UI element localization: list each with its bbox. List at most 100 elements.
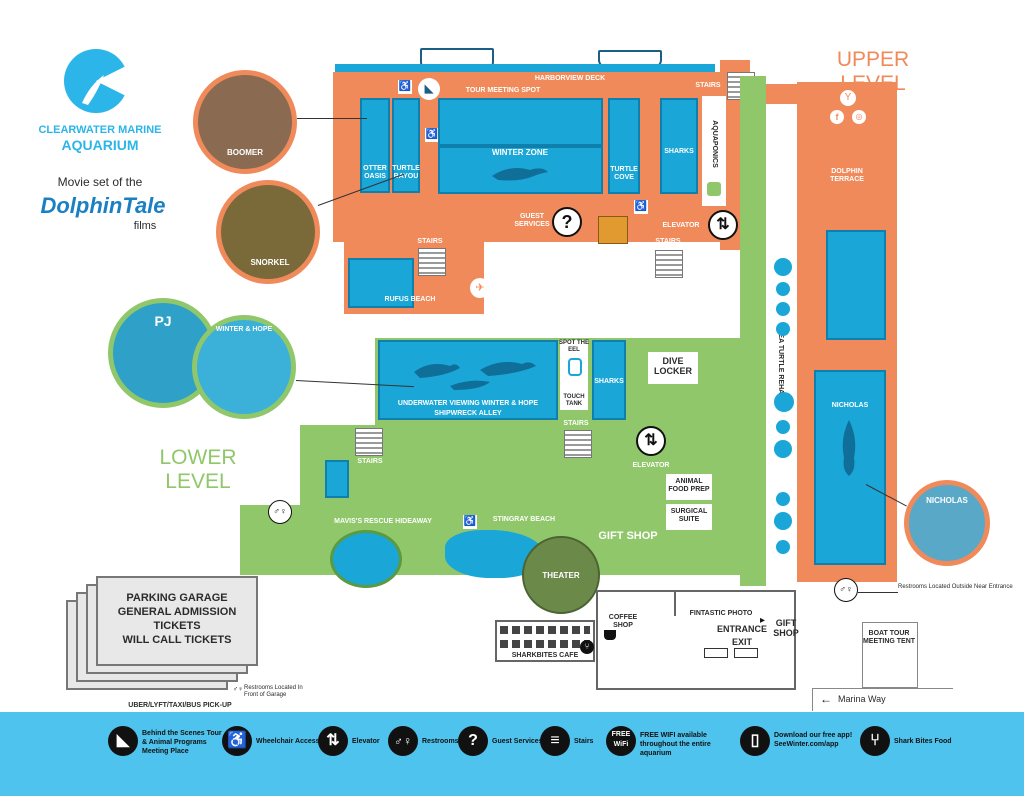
cocktail-icon: Y [840,90,856,106]
register-1 [704,648,728,658]
underwater-dolphins-icon [414,362,536,390]
nicholas-photo-label: NICHOLAS [926,496,968,505]
turtle-bayou-label: TURTLE BAYOU [392,165,420,181]
cafe-tables [500,626,590,634]
surgical-box [666,504,712,530]
dolphin-terrace-pool-upper [826,230,886,340]
shipwreck-label: SHIPWRECK ALLEY [434,410,502,417]
wheelchair-icon-lower: ♿ [463,515,477,529]
stairs-icon-lower-1 [564,430,592,458]
spot-eel-label: SPOT THE EEL [558,340,589,353]
restrooms-outside-label: Restrooms Located Outside Near Entrance [898,584,1013,590]
fintastic-label: FINTASTIC PHOTO [689,610,753,617]
rehab-tank-1 [774,258,792,276]
snorkel-photo [216,180,320,284]
legend-label-8: Shark Bites Food [894,738,952,745]
tour-meeting-dolphin-icon: ◣ [418,78,440,100]
theater-label: THEATER [542,571,580,580]
theater [522,536,600,614]
winter-zone-label: WINTER ZONE [492,148,548,157]
upper-walkway [740,76,766,586]
lower-level-label: LOWER LEVEL [159,446,237,494]
stairs-upper-label-1: STAIRS [695,82,721,89]
logo [60,45,132,117]
stairs-icon-upper-3 [655,250,683,278]
legend-label-7: Download our free app! SeeWinter.com/app [774,732,853,748]
winter-zone-dolphin-icon [492,168,548,181]
wheelchair-icon-3: ♿ [634,200,648,214]
marina-way-label: Marina Way [838,694,886,704]
animal-food-box [666,474,712,500]
rehab-tank-5 [774,392,794,412]
nicholas-photo [904,480,990,566]
turtle-cove-pool [608,98,640,194]
sharks-lower-pool [592,340,626,420]
gift-shop-entrance-label: GIFT SHOP [773,618,799,639]
animal-food-label: ANIMAL FOOD PREP [668,478,710,494]
guest-services-label: GUEST SERVICES [514,213,550,229]
otter-oasis-pool [360,98,390,193]
harborview-deck-label: HARBORVIEW DECK [534,75,606,82]
winter-hope-photo [192,315,296,419]
rehab-tank-9 [774,512,792,530]
dive-locker-label: DIVE LOCKER [654,356,692,377]
sharks-lower-label: SHARKS [594,378,624,385]
cafe-tables-2 [500,640,590,648]
otter-oasis-label: OTTER OASIS [363,165,387,181]
legend-guest-services-icon: ? [458,726,488,756]
stingray-label: STINGRAY BEACH [492,516,556,523]
restroom-lower-icon: ♂♀ [268,500,292,524]
rehab-tank-6 [776,420,790,434]
guest-services-icon[interactable]: ? [552,207,582,237]
aquaponics-label: AQUAPONICS [711,120,719,168]
movie-name: DolphinTale [40,193,166,218]
stairs-lower-label-1: STAIRS [563,420,589,427]
stairs-lower-label-2: STAIRS [357,458,383,465]
rehab-tank-2 [776,282,790,296]
restrooms-front-label: Restrooms Located In Front of Garage [244,685,303,698]
sharks-upper-pool [660,98,698,194]
info-desk [598,216,628,244]
rehab-tank-7 [774,440,792,458]
underwater-label: UNDERWATER VIEWING WINTER & HOPE [397,400,539,407]
legend-label-1: Wheelchair Access [256,738,320,745]
rehab-tank-4 [776,322,790,336]
rehab-tank-8 [776,492,790,506]
parking-line1: PARKING GARAGE [126,592,228,604]
brand-name-line1: CLEARWATER MARINE [38,124,162,136]
coffee-shop-label: COFFEE SHOP [608,614,638,630]
legend-label-3: Restrooms [422,738,459,745]
parking-line2: GENERAL ADMISSION [117,606,237,618]
winter-hope-label: WINTER & HOPE [215,326,273,333]
elevator-lower-icon[interactable]: ⇅ [636,426,666,456]
nicholas-dolphin-icon [842,420,856,476]
brand-name-line2: AQUARIUM [61,137,139,153]
legend-dolphin-icon: ◣ [108,726,138,756]
facebook-icon[interactable]: f [830,110,844,124]
gift-shop-lower-label: GIFT SHOP [598,530,658,542]
restroom-leader-line [858,592,898,593]
plant-icon [707,182,721,196]
harbor-water [335,64,715,72]
wheelchair-icon: ♿ [398,80,412,94]
parking-line4: WILL CALL TICKETS [122,634,232,646]
elevator-upper-icon[interactable]: ⇅ [708,210,738,240]
movie-suffix: films [133,220,157,232]
restroom-garage-icon: ♂♀ [232,686,244,693]
elevator-lower-label: ELEVATOR [632,462,670,469]
legend-food-icon: ⑂ [860,726,890,756]
stairs-icon-upper-2 [418,248,446,276]
parking-card-1 [96,576,258,666]
food-icon-map: ⑂ [580,640,594,654]
wheelchair-icon-2: ♿ [425,128,439,142]
entrance-inner-divider [674,590,676,616]
stairs-upper-label-2: STAIRS [417,238,443,245]
mavis-pool [330,530,402,588]
surgical-label: SURGICAL SUITE [670,508,708,524]
entrance-building [596,590,796,690]
touch-tank-label: TOUCH TANK [563,394,585,407]
instagram-icon[interactable]: ◎ [852,110,866,124]
winter-zone-pool-top [438,98,603,146]
rufus-beach-pool [348,258,414,308]
coffee-icon [604,630,616,640]
